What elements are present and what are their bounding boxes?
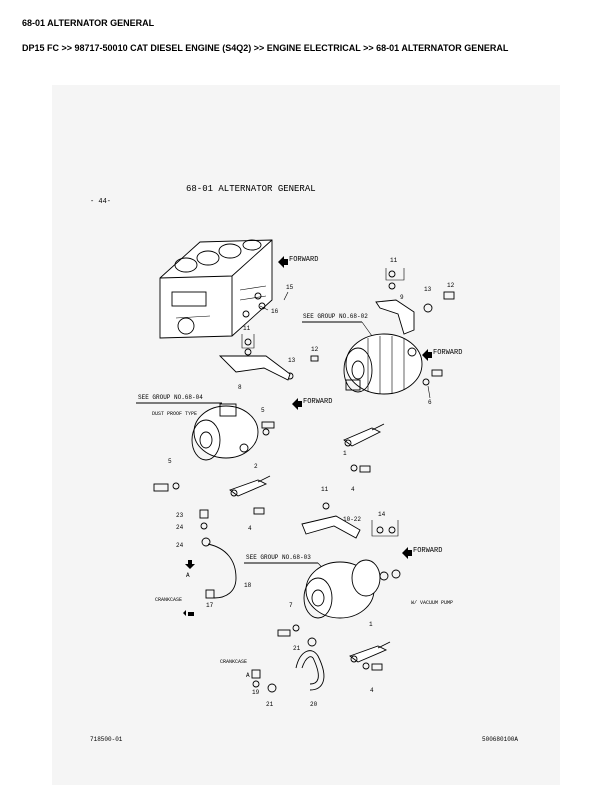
callout-13-a: 13 xyxy=(288,357,296,364)
footer-right-code: 500680100A xyxy=(482,736,518,743)
callout-16: 16 xyxy=(271,308,279,315)
engine-block xyxy=(159,239,273,339)
forward-label-3: FORWARD xyxy=(303,398,332,406)
callout-7: 7 xyxy=(289,602,293,609)
callout-10-22: 10-22 xyxy=(343,516,361,523)
see-group-68-02: SEE GROUP NO.68-02 xyxy=(303,313,368,320)
crankcase-label-1: CRANKCASE xyxy=(155,597,182,603)
adjusting-link-bottom xyxy=(349,641,391,663)
vacuum-pump-label: W/ VACUUM PUMP xyxy=(411,600,453,606)
callout-5-b: 5 xyxy=(168,458,172,465)
callout-17: 17 xyxy=(206,602,214,609)
callout-11: 11 xyxy=(243,325,251,332)
oil-line xyxy=(207,543,237,599)
page-title: 68-01 ALTERNATOR GENERAL xyxy=(22,18,155,28)
adjusting-link-mid xyxy=(229,475,271,497)
callout-20: 20 xyxy=(310,701,318,708)
callout-19: 19 xyxy=(252,689,260,696)
alternator-vacuum xyxy=(303,559,401,619)
callout-2: 2 xyxy=(254,463,258,470)
forward-label-1: FORWARD xyxy=(289,256,318,264)
diagram-heading: 68-01 ALTERNATOR GENERAL xyxy=(186,184,316,194)
vacuum-hose xyxy=(295,650,325,691)
dust-proof-label: DUST PROOF TYPE xyxy=(152,411,197,417)
callout-1: 1 xyxy=(343,450,347,457)
see-group-68-03: SEE GROUP NO.68-03 xyxy=(246,554,311,561)
callout-13-b: 13 xyxy=(424,286,432,293)
callout-21-b: 21 xyxy=(266,701,274,708)
callout-1-b: 1 xyxy=(369,621,373,628)
page-marker: - 44- xyxy=(90,198,111,206)
callout-11-b: 11 xyxy=(390,257,398,264)
adjusting-link-top xyxy=(343,423,385,447)
callout-24-a: 24 xyxy=(176,524,184,531)
callout-18: 18 xyxy=(244,582,252,589)
forward-label-2: FORWARD xyxy=(433,349,462,357)
forward-arrow-icon xyxy=(278,256,288,268)
callout-24-b: 24 xyxy=(176,542,184,549)
callout-23: 23 xyxy=(176,512,184,519)
callout-9: 9 xyxy=(400,294,404,301)
callout-4-b: 4 xyxy=(248,525,252,532)
callout-14: 14 xyxy=(378,511,386,518)
breadcrumb: DP15 FC >> 98717-50010 CAT DIESEL ENGINE… xyxy=(22,43,509,53)
arrow-a-2: A xyxy=(246,672,250,679)
callout-4-c: 4 xyxy=(370,687,374,694)
alternator-top xyxy=(343,333,423,395)
callout-8: 8 xyxy=(238,384,242,391)
callout-4-a: 4 xyxy=(351,486,355,493)
alternator-dust-proof xyxy=(191,403,259,461)
callout-5-a: 5 xyxy=(261,407,265,414)
callout-11-c: 11 xyxy=(321,486,329,493)
forward-label-4: FORWARD xyxy=(413,547,442,555)
footer-left-code: 718500-01 xyxy=(90,736,123,743)
arrow-a-1: A xyxy=(186,572,190,579)
see-group-68-04: SEE GROUP NO.68-04 xyxy=(138,394,203,401)
callout-12-b: 12 xyxy=(447,282,455,289)
callout-12-a: 12 xyxy=(311,346,319,353)
callout-15: 15 xyxy=(286,284,294,291)
diagram-sheet xyxy=(52,85,560,785)
callout-21-a: 21 xyxy=(293,645,301,652)
callout-6: 6 xyxy=(428,399,432,406)
crankcase-label-2: CRANKCASE xyxy=(220,659,247,665)
